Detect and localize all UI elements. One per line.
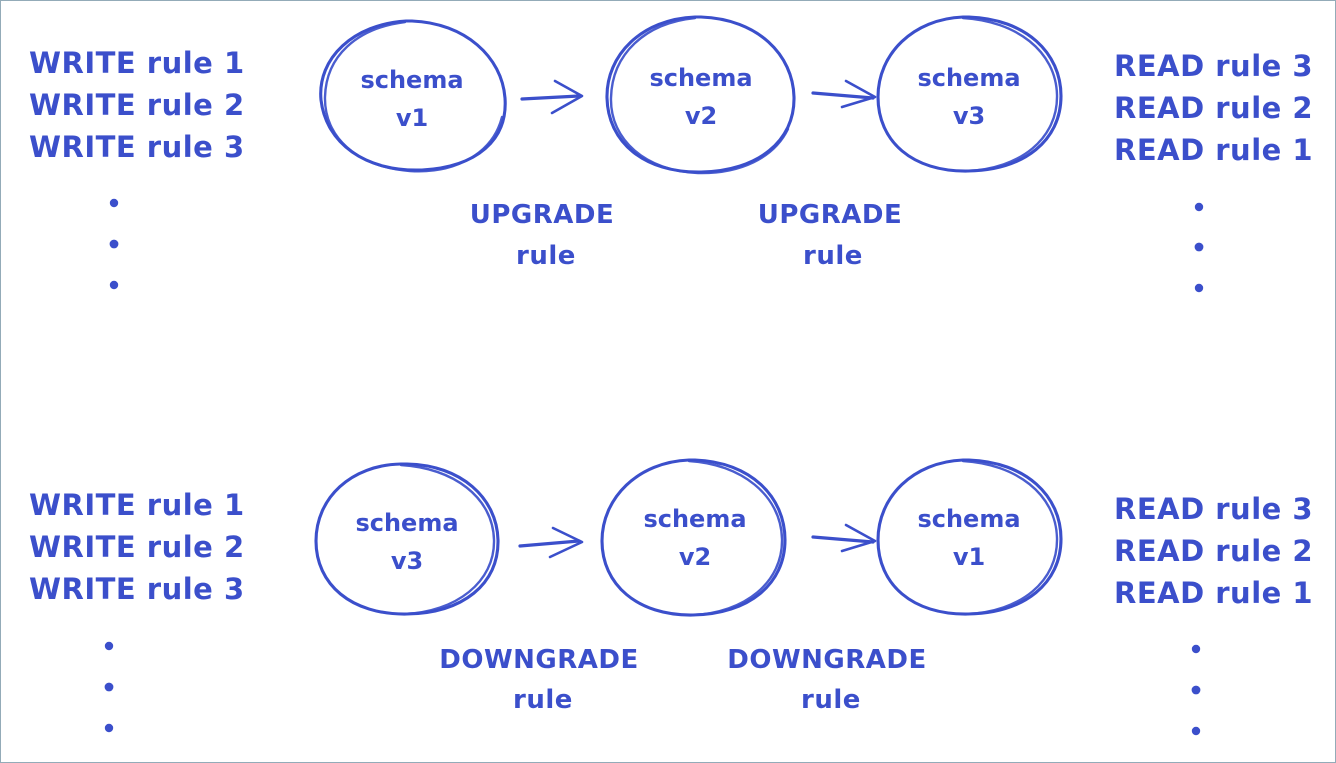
edge-label-bottom: rule: [516, 241, 576, 271]
arrow-downgrade-2: [811, 523, 877, 553]
edge-label-upgrade-2: UPGRADE rule: [758, 200, 903, 271]
node-version: v1: [396, 104, 428, 132]
node-title: schema: [917, 64, 1020, 92]
edge-label-downgrade-2: DOWNGRADE rule: [727, 645, 926, 715]
arrow-upgrade-2: [811, 79, 877, 109]
write-rules-bottom: WRITE rule 1 WRITE rule 2 WRITE rule 3: [29, 488, 245, 733]
node-schema-v2-top[interactable]: schema v2: [605, 15, 796, 175]
edge-label-top: DOWNGRADE: [439, 645, 638, 675]
edge-label-top: DOWNGRADE: [727, 645, 926, 675]
edge-label-bottom: rule: [801, 685, 861, 715]
vertical-ellipsis-icon: [1191, 644, 1201, 736]
node-title: schema: [643, 505, 746, 533]
vertical-ellipsis-icon: [109, 198, 119, 290]
node-schema-v2-bottom[interactable]: schema v2: [600, 458, 787, 617]
edge-label-upgrade-1: UPGRADE rule: [470, 200, 615, 271]
node-schema-v3-bottom[interactable]: schema v3: [314, 462, 500, 616]
edge-label-top: UPGRADE: [758, 200, 903, 230]
node-version: v3: [391, 547, 423, 575]
read-rule-line: READ rule 2: [1114, 534, 1313, 568]
edge-label-bottom: rule: [513, 685, 573, 715]
node-version: v3: [953, 102, 985, 130]
edge-label-top: UPGRADE: [470, 200, 615, 230]
read-rule-line: READ rule 2: [1114, 91, 1313, 125]
node-title: schema: [917, 505, 1020, 533]
node-version: v2: [685, 102, 717, 130]
arrow-upgrade-1: [520, 79, 584, 115]
node-title: schema: [649, 64, 752, 92]
read-rule-line: READ rule 1: [1114, 576, 1313, 610]
edge-label-downgrade-1: DOWNGRADE rule: [439, 645, 638, 715]
vertical-ellipsis-icon: [104, 641, 114, 733]
node-schema-v1-bottom[interactable]: schema v1: [876, 458, 1063, 616]
node-version: v1: [953, 543, 985, 571]
read-rules-bottom: READ rule 3 READ rule 2 READ rule 1: [1114, 492, 1313, 736]
node-version: v2: [679, 543, 711, 571]
node-schema-v1-top[interactable]: schema v1: [319, 19, 507, 173]
arrow-downgrade-1: [518, 526, 584, 559]
node-schema-v3-top[interactable]: schema v3: [876, 15, 1063, 173]
write-rule-line: WRITE rule 2: [29, 530, 245, 564]
read-rule-line: READ rule 3: [1114, 492, 1313, 526]
write-rule-line: WRITE rule 3: [29, 572, 245, 606]
write-rule-line: WRITE rule 1: [29, 488, 245, 522]
edge-label-bottom: rule: [803, 241, 863, 271]
write-rule-line: WRITE rule 2: [29, 88, 245, 122]
write-rules-top: WRITE rule 1 WRITE rule 2 WRITE rule 3: [29, 46, 245, 290]
vertical-ellipsis-icon: [1194, 202, 1204, 293]
write-rule-line: WRITE rule 3: [29, 130, 245, 164]
node-title: schema: [355, 509, 458, 537]
write-rule-line: WRITE rule 1: [29, 46, 245, 80]
read-rules-top: READ rule 3 READ rule 2 READ rule 1: [1114, 49, 1313, 293]
read-rule-line: READ rule 1: [1114, 133, 1313, 167]
read-rule-line: READ rule 3: [1114, 49, 1313, 83]
node-title: schema: [360, 66, 463, 94]
